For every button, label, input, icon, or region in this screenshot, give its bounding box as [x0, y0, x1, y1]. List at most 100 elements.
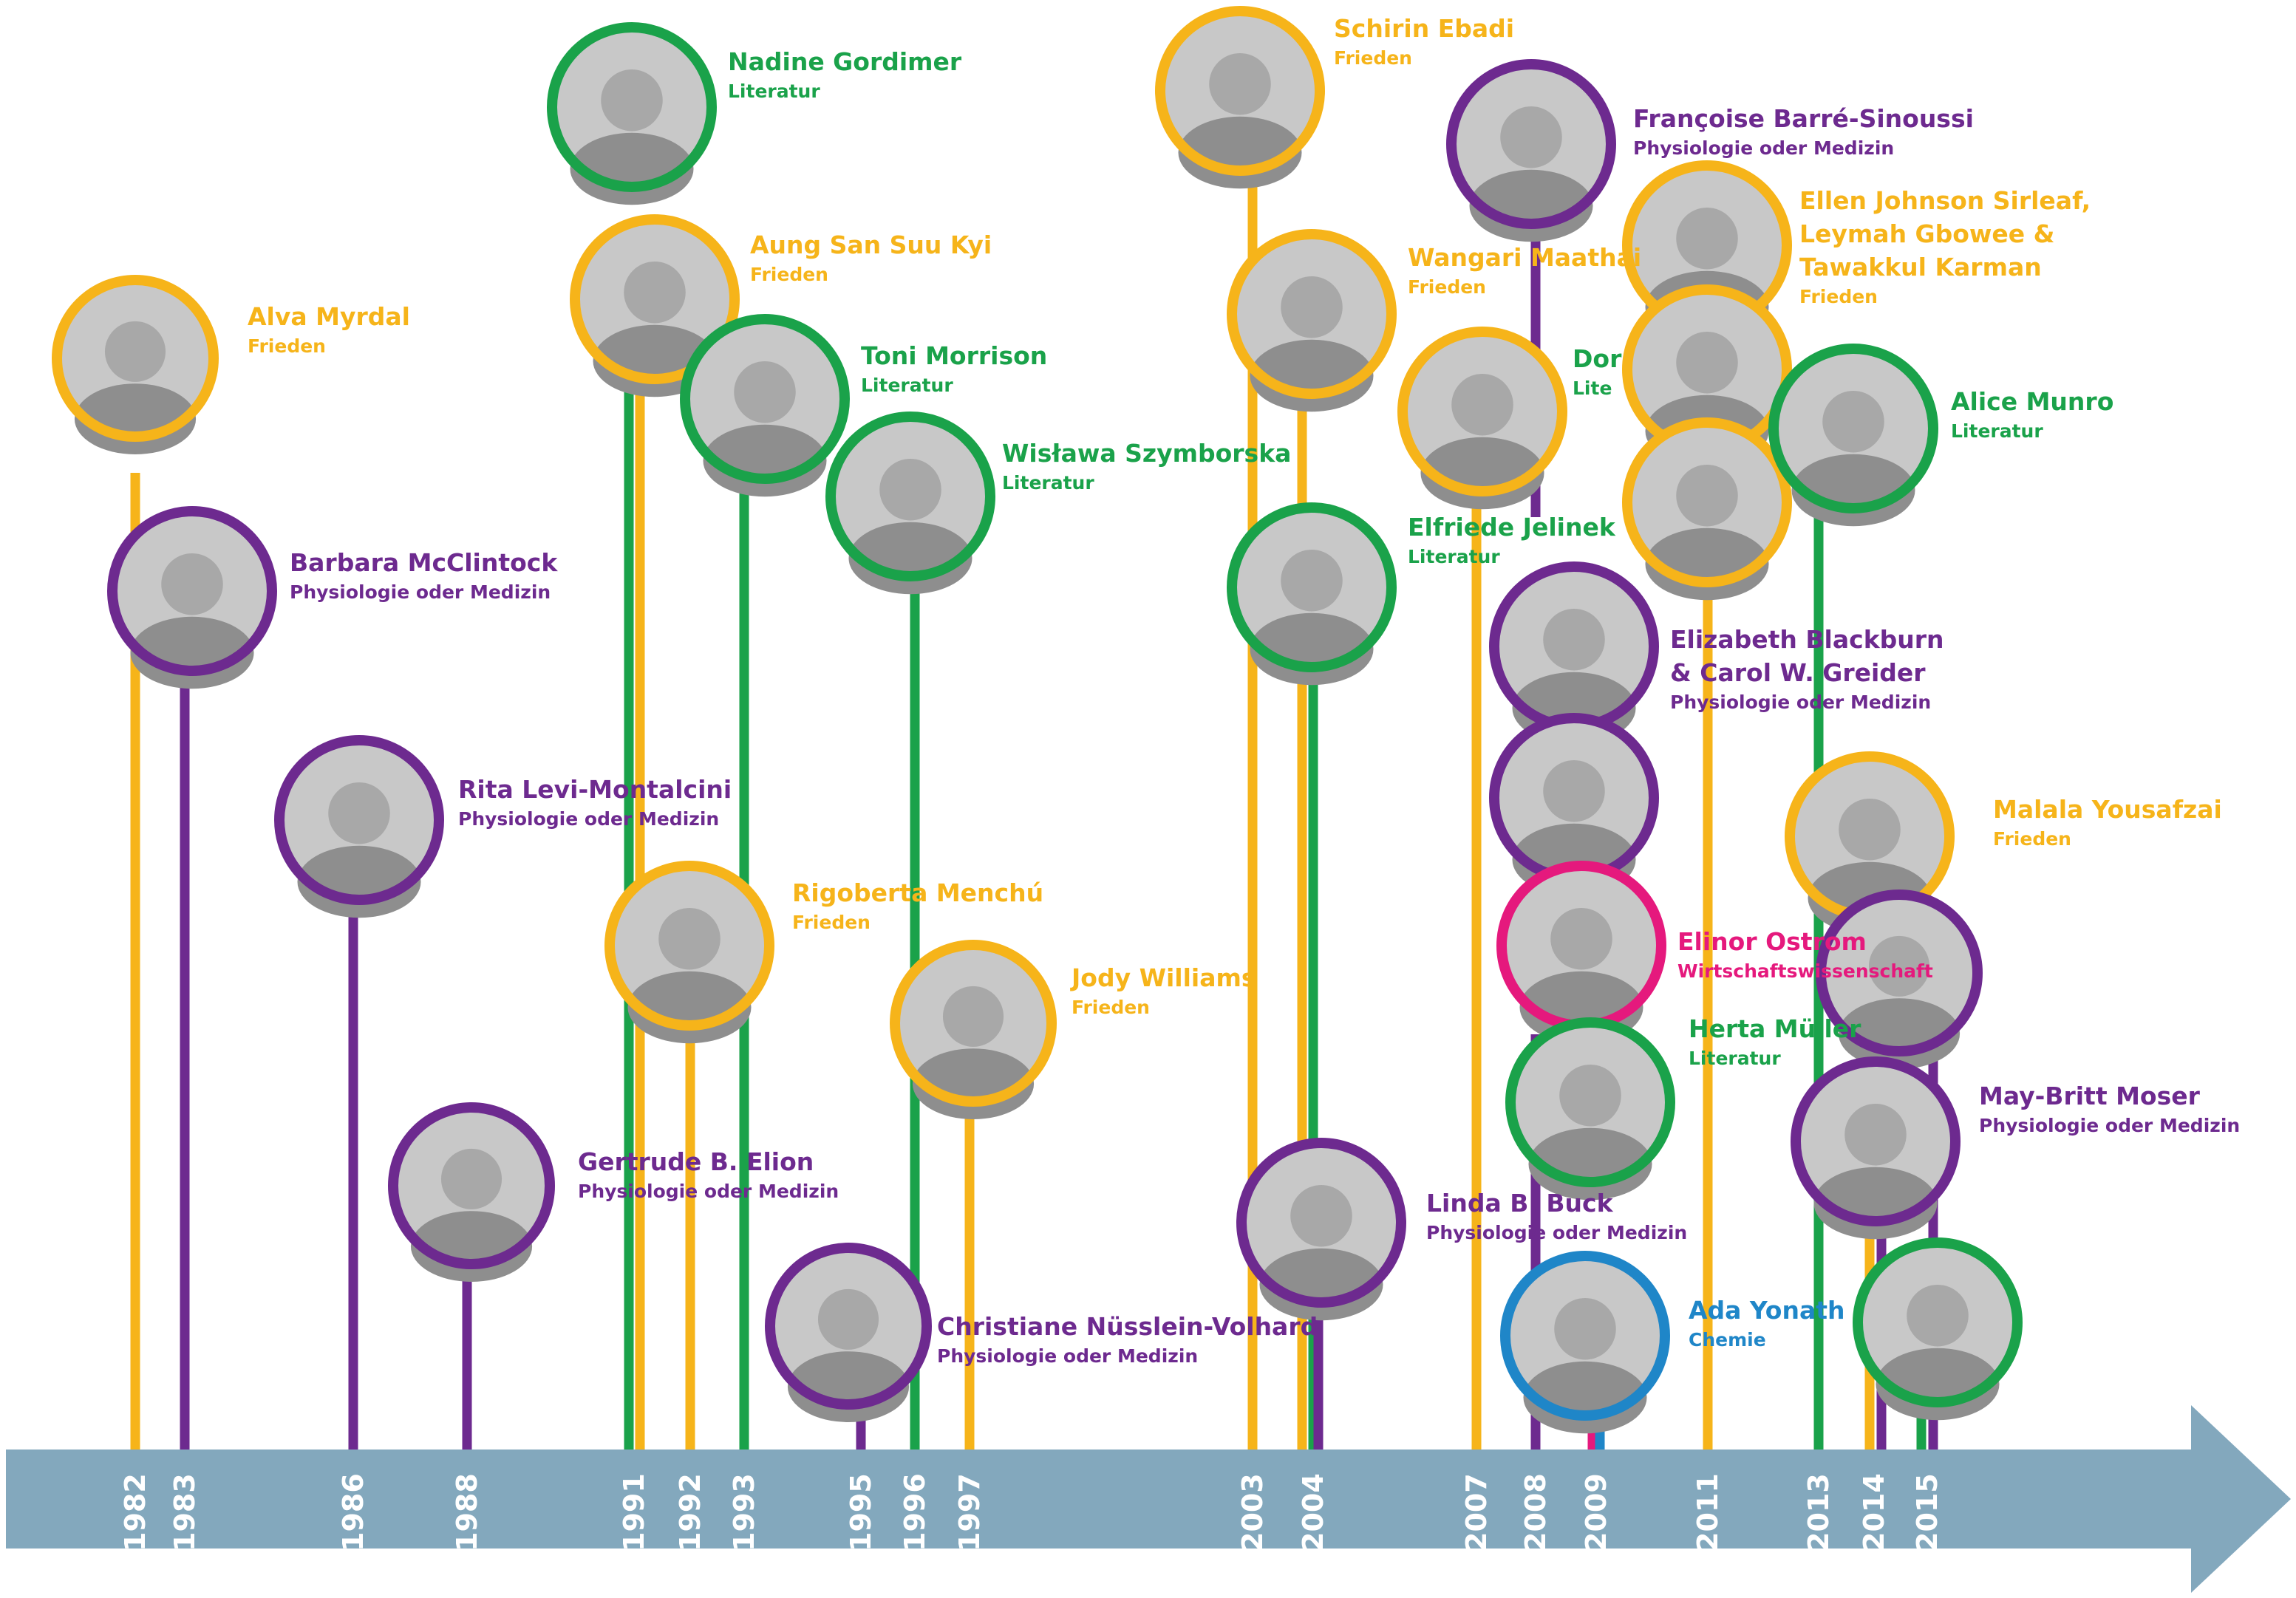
laureate-category: Physiologie oder Medizin	[578, 1181, 839, 1202]
laureate-category: Frieden	[1993, 828, 2071, 850]
laureate-name: Jody Williams	[1070, 963, 1256, 992]
portrait-icon	[52, 275, 219, 454]
year-label-2009: 2009	[1580, 1473, 1612, 1551]
laureate-category: Chemie	[1689, 1329, 1766, 1351]
portrait-icon	[547, 22, 717, 205]
laureate-name: & Carol W. Greider	[1670, 658, 1926, 687]
laureate-category: Physiologie oder Medizin	[1979, 1115, 2240, 1136]
laureate-elizabeth-blackburn: Elizabeth Blackburn& Carol W. GreiderPhy…	[1670, 625, 1944, 713]
laureate-name: Alice Munro	[1951, 387, 2113, 416]
laureate-name: Barbara McClintock	[290, 548, 558, 577]
laureate-name: Wangari Maathai	[1408, 243, 1641, 272]
year-label-2015: 2015	[1911, 1473, 1944, 1551]
portrait-icon	[765, 1243, 932, 1422]
laureate-name: Malala Yousafzai	[1993, 795, 2222, 824]
portrait-icon	[1236, 1138, 1406, 1321]
portrait-icon	[1155, 6, 1325, 189]
year-label-1992: 1992	[674, 1473, 706, 1551]
year-label-2014: 2014	[1858, 1473, 1890, 1551]
portrait-icon	[1622, 417, 1792, 601]
portrait-icon	[890, 940, 1057, 1119]
laureate-category: Literatur	[1951, 420, 2043, 442]
laureate-name: Dor	[1573, 344, 1622, 373]
year-label-2013: 2013	[1802, 1473, 1835, 1551]
year-label-1991: 1991	[618, 1473, 650, 1551]
portrait-icon	[604, 861, 774, 1044]
year-label-1997: 1997	[953, 1473, 986, 1551]
year-label-2011: 2011	[1692, 1473, 1724, 1551]
laureate-category: Physiologie oder Medizin	[1426, 1222, 1687, 1243]
laureate-category: Physiologie oder Medizin	[1670, 692, 1931, 713]
laureate-category: Physiologie oder Medizin	[290, 581, 551, 603]
portrait-icon	[1622, 284, 1792, 468]
portrait-icon	[1227, 502, 1397, 686]
portrait-icon	[1816, 890, 1983, 1069]
portraits	[52, 6, 2023, 1434]
year-label-2008: 2008	[1519, 1473, 1552, 1551]
laureate-name: Alva Myrdal	[248, 302, 410, 331]
laureate-name: Rita Levi-Montalcini	[458, 775, 732, 804]
year-label-1995: 1995	[845, 1473, 877, 1551]
portrait-icon	[107, 506, 277, 689]
year-label-1996: 1996	[899, 1473, 931, 1551]
laureate-category: Frieden	[750, 264, 828, 285]
axis-arrow	[6, 1405, 2291, 1593]
portrait-icon	[1853, 1237, 2023, 1421]
portrait-icon	[388, 1102, 555, 1282]
portrait-icon	[1505, 1017, 1675, 1201]
laureate-category: Literatur	[1408, 546, 1500, 567]
portrait-icon	[1500, 1251, 1670, 1434]
laureate-category: Physiologie oder Medizin	[458, 808, 719, 830]
laureate-name: Herta Müller	[1689, 1014, 1861, 1043]
laureate-name: Linda B. Buck	[1426, 1189, 1614, 1218]
year-axis	[6, 1405, 2291, 1593]
laureate-category: Literatur	[861, 375, 953, 396]
laureate-category: Frieden	[792, 912, 871, 933]
laureate-name: Elfriede Jelinek	[1408, 513, 1616, 542]
laureate-name: Toni Morrison	[861, 341, 1047, 370]
year-label-2004: 2004	[1297, 1473, 1329, 1551]
laureate-category: Literatur	[1689, 1048, 1781, 1069]
laureate-category: Frieden	[1408, 276, 1486, 298]
laureate-name: Aung San Suu Kyi	[750, 231, 992, 259]
year-label-1993: 1993	[728, 1473, 760, 1551]
laureate-name: May-Britt Moser	[1979, 1082, 2201, 1110]
laureate-category: Frieden	[1799, 286, 1878, 307]
laureate-category: Physiologie oder Medizin	[1633, 137, 1894, 159]
portrait-icon	[680, 314, 850, 497]
laureate-name: Elinor Ostrom	[1677, 927, 1867, 956]
portrait-icon	[1397, 327, 1567, 510]
laureate-name: Ellen Johnson Sirleaf,	[1799, 186, 2091, 215]
laureate-category: Frieden	[1072, 997, 1150, 1018]
portrait-icon	[1768, 344, 1938, 527]
portrait-icon	[1496, 861, 1666, 1044]
laureate-name: Tawakkul Karman	[1799, 253, 2042, 281]
laureate-category: Wirtschaftswissenschaft	[1677, 960, 1933, 982]
year-label-1986: 1986	[337, 1473, 369, 1551]
laureate-category: Frieden	[248, 335, 326, 357]
portrait-icon	[274, 735, 444, 918]
year-label-2003: 2003	[1236, 1473, 1269, 1551]
laureate-category: Literatur	[1002, 472, 1094, 494]
